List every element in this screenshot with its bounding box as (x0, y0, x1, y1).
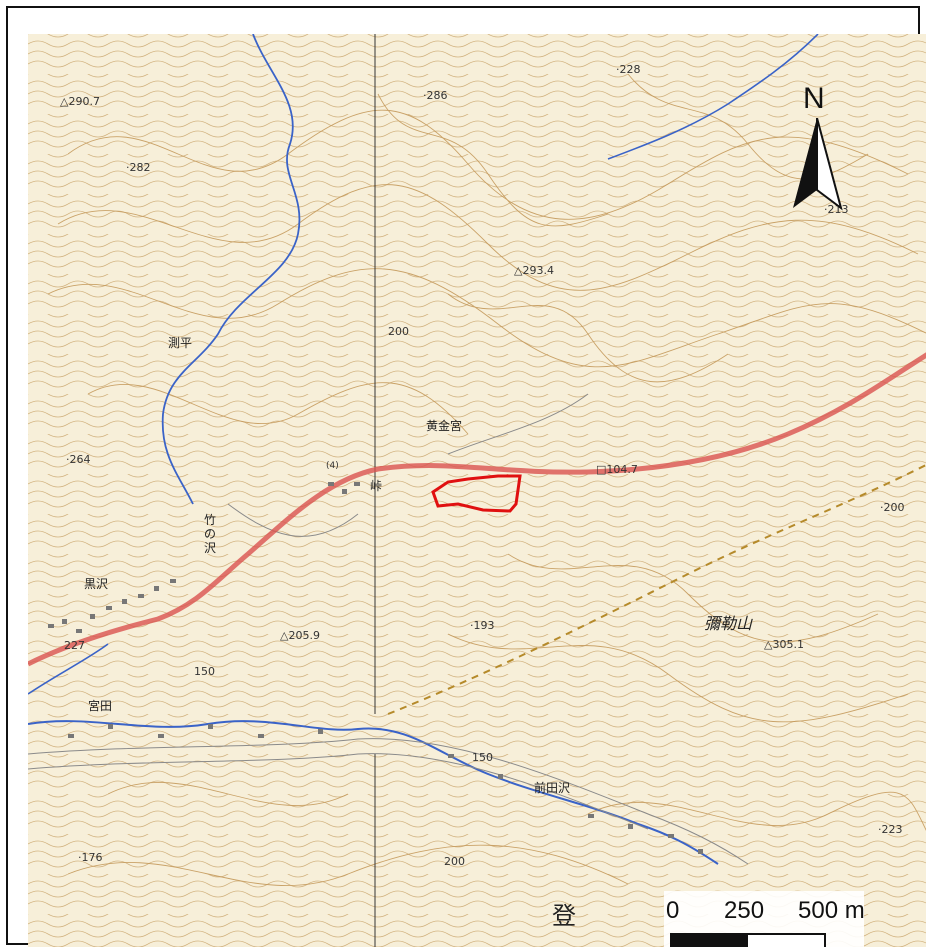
map-frame: △290.7 ·286 ·228 ·282 ·213 △293.4 200 ·2… (6, 6, 926, 947)
elevation-label: △205.9 (280, 629, 320, 642)
place-label: の (204, 527, 217, 541)
scale-segment-black (670, 933, 748, 947)
place-label: 峠 (370, 479, 383, 493)
elevation-label: ·264 (66, 453, 91, 466)
elevation-label: ·176 (78, 851, 103, 864)
place-label: 黒沢 (84, 577, 109, 591)
minor-roads (28, 393, 749, 865)
place-label: 沢 (204, 541, 217, 555)
scale-segment-white (746, 933, 826, 947)
elevation-label: ·213 (824, 203, 849, 216)
boundary-line (387, 463, 926, 715)
elevation-label: ·193 (470, 619, 495, 632)
elevation-label: △290.7 (60, 95, 100, 108)
north-arrow-icon (793, 118, 843, 211)
site-outline (431, 474, 522, 513)
map-graphics (28, 34, 926, 947)
river-upper (161, 34, 301, 505)
topographic-map[interactable]: △290.7 ·286 ·228 ·282 ·213 △293.4 200 ·2… (28, 34, 926, 947)
village-buildings (48, 482, 703, 854)
contour-lines (47, 73, 926, 886)
place-label: 黄金宮 (426, 419, 463, 433)
road-number-label: (4) (326, 461, 339, 471)
scale-bar: 0 250 500 m (664, 891, 865, 947)
elevation-label: ·228 (616, 63, 641, 76)
elevation-label: △305.1 (764, 638, 804, 651)
main-road (28, 352, 926, 667)
elevation-label: 200 (388, 325, 409, 338)
scale-tick-label: 0 (666, 897, 680, 924)
elevation-label: △293.4 (514, 264, 554, 277)
elevation-label: 200 (444, 855, 465, 868)
north-arrow: N (791, 82, 851, 212)
elevation-label: ·223 (878, 823, 903, 836)
scale-tick-label: 500 m (798, 897, 865, 924)
place-label: 登 (552, 902, 576, 930)
river-upper-right (607, 34, 819, 160)
contour-pattern (28, 34, 926, 947)
scale-tick-label: 250 (724, 897, 765, 924)
place-label: 竹 (204, 513, 217, 527)
elevation-label: ·282 (126, 161, 151, 174)
place-label: 測平 (168, 336, 193, 350)
north-label: N (803, 82, 825, 115)
elevation-label: 227 (64, 639, 85, 652)
elevation-label: ·200 (880, 501, 905, 514)
place-label: 彌勒山 (704, 614, 753, 633)
elevation-label: 150 (194, 665, 215, 678)
elevation-label: ·286 (423, 89, 448, 102)
elevation-label: 150 (472, 751, 493, 764)
elevation-label: □104.7 (596, 463, 638, 476)
river-lower (28, 720, 719, 865)
place-label: 前田沢 (534, 781, 571, 795)
place-label: 宮田 (88, 699, 113, 713)
